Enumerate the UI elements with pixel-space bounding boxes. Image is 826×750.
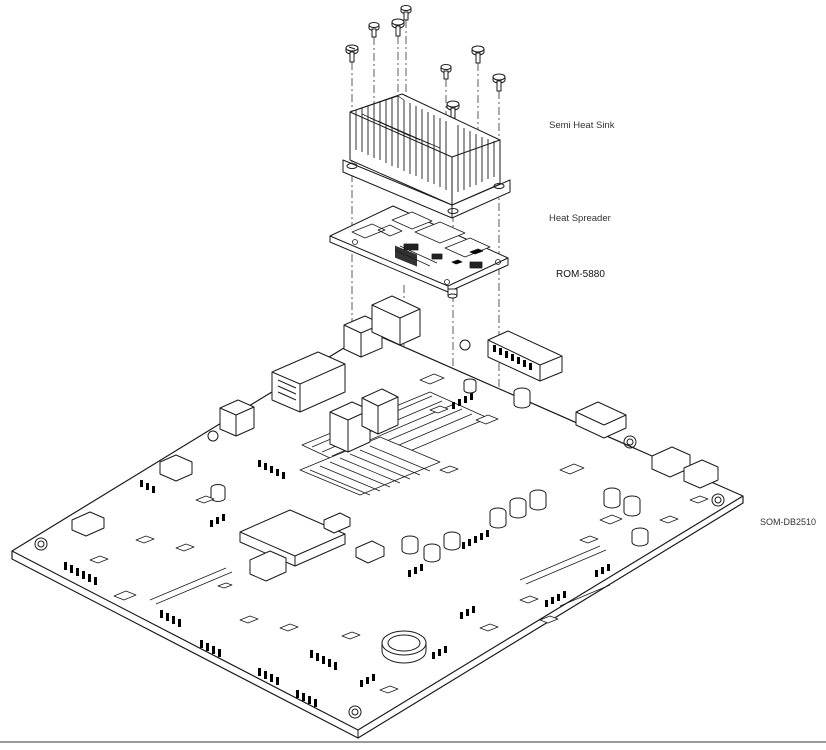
module-label: ROM-5880 [556,269,605,280]
rom-5880-module [329,205,509,299]
screw [446,100,460,119]
som-db2510-carrier-board [11,295,744,739]
heat-spreader-label: Heat Spreader [549,213,611,224]
screw [492,73,506,92]
capacitors [210,378,649,563]
screw [471,45,485,64]
screws [345,5,506,119]
small-components [89,373,709,694]
semi-heat-sink [342,93,511,219]
carrier-board-label: SOM-DB2510 [760,517,817,527]
rtc-battery [381,630,427,664]
screw [345,44,359,63]
heat-sink-label: Semi Heat Sink [549,120,615,131]
screw [368,22,380,38]
pin-headers [64,345,610,707]
bottom-divider [0,741,826,743]
io-connectors [71,295,719,582]
screw [391,18,405,37]
screw [440,64,452,80]
screw [400,5,412,21]
mounting-holes [34,339,725,719]
